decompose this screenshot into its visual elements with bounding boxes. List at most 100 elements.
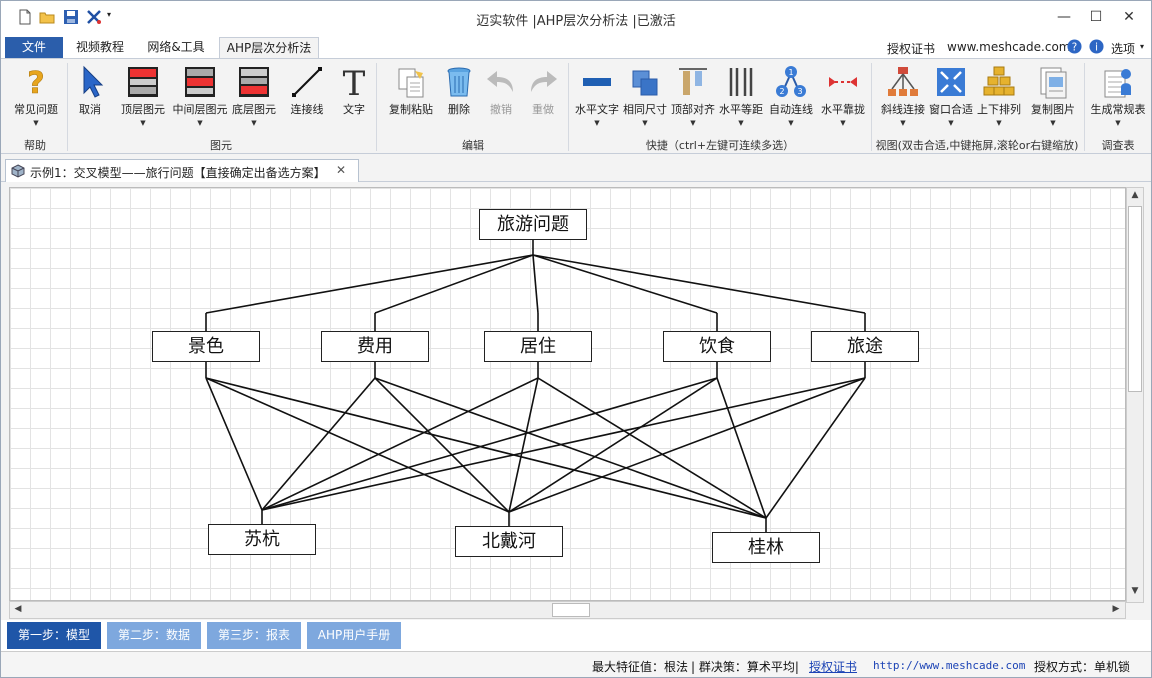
chevron-down-icon: ▼ <box>33 119 39 127</box>
connector-button[interactable]: 连接线 <box>279 63 335 133</box>
cut-tools-icon[interactable] <box>86 9 102 25</box>
group-separator <box>871 63 872 151</box>
generate-table-label: 生成常规表 <box>1090 103 1146 116</box>
alternative-node[interactable]: 北戴河 <box>455 526 563 557</box>
status-license-link[interactable]: 授权证书 <box>809 660 858 674</box>
chevron-down-icon: ▼ <box>996 119 1002 127</box>
criterion-node[interactable]: 居住 <box>484 331 592 362</box>
diagonal-connect-button[interactable]: 斜线连接 ▼ <box>875 63 931 133</box>
vertical-scroll-thumb[interactable] <box>1128 206 1142 392</box>
status-url-link[interactable]: http://www.meshcade.com <box>873 659 1026 672</box>
align-top-button[interactable]: 顶部对齐 ▼ <box>665 63 721 133</box>
group-separator <box>376 63 377 151</box>
bottom-layer-icon <box>239 67 269 97</box>
close-button[interactable]: ✕ <box>1123 9 1135 25</box>
redo-button[interactable]: 重做 <box>515 63 571 133</box>
svg-text:i: i <box>1095 41 1098 53</box>
criterion-alternative-link-line <box>765 377 866 519</box>
criterion-alternative-link-line <box>205 377 767 519</box>
minimize-button[interactable]: — <box>1057 9 1071 25</box>
help-icon[interactable]: ? <box>1067 39 1082 54</box>
goal-node[interactable]: 旅游问题 <box>479 209 587 240</box>
vertical-arrange-button[interactable]: 上下排列 ▼ <box>971 63 1027 133</box>
undo-icon <box>487 71 513 92</box>
vertical-scrollbar[interactable]: ▲ ▼ <box>1126 187 1144 603</box>
step-model-tab[interactable]: 第一步：模型 <box>7 622 101 649</box>
cancel-button[interactable]: 取消 <box>62 63 118 133</box>
quick-access-dropdown-icon[interactable]: ▾ <box>107 10 112 19</box>
chevron-down-icon: ▼ <box>840 119 846 127</box>
undo-button[interactable]: 撤销 <box>473 63 529 133</box>
scroll-left-icon[interactable]: ◀ <box>14 604 22 614</box>
bottom-layer-button[interactable]: 底层图元 ▼ <box>226 63 282 133</box>
goal-link-line <box>532 254 718 314</box>
align-top-icon <box>679 68 707 95</box>
tab-ahp[interactable]: AHP层次分析法 <box>219 37 319 60</box>
options-dropdown-icon[interactable]: ▾ <box>1140 42 1145 51</box>
diagonal-connect-icon <box>888 67 918 96</box>
criterion-node[interactable]: 费用 <box>321 331 429 362</box>
criterion-node[interactable]: 旅途 <box>811 331 919 362</box>
tab-video-tutorial[interactable]: 视频教程 <box>75 40 124 54</box>
same-size-button[interactable]: 相同尺寸 ▼ <box>617 63 673 133</box>
alternative-node[interactable]: 桂林 <box>712 532 820 563</box>
step-report-tab[interactable]: 第三步：报表 <box>207 622 301 649</box>
license-link[interactable]: 授权证书 <box>887 42 936 56</box>
horizontal-scroll-thumb[interactable] <box>552 603 590 617</box>
horizontal-text-button[interactable]: 水平文字 ▼ <box>569 63 625 133</box>
document-tab-bar: 示例1：交叉模型——旅行问题【直接确定出备选方案】 ✕ <box>1 156 1151 182</box>
options-menu[interactable]: 选项 <box>1111 42 1136 56</box>
group-separator <box>568 63 569 151</box>
alternative-node[interactable]: 苏杭 <box>208 524 316 555</box>
delete-button[interactable]: 删除 <box>431 63 487 133</box>
open-folder-icon[interactable] <box>39 9 55 25</box>
generate-table-button[interactable]: 生成常规表 ▼ <box>1090 63 1146 133</box>
horizontal-scrollbar[interactable]: ◀ ▶ <box>9 601 1126 619</box>
top-layer-label: 顶层图元 <box>121 103 165 116</box>
horizontal-gather-button[interactable]: 水平靠拢 ▼ <box>815 63 871 133</box>
connector-label: 连接线 <box>290 103 324 116</box>
top-layer-button[interactable]: 顶层图元 ▼ <box>115 63 171 133</box>
criterion-node[interactable]: 景色 <box>152 331 260 362</box>
criterion-node[interactable]: 饮食 <box>663 331 771 362</box>
horizontal-text-label: 水平文字 <box>575 103 619 116</box>
user-manual-tab[interactable]: AHP用户手册 <box>307 622 401 649</box>
info-icon[interactable]: i <box>1089 39 1104 54</box>
horizontal-spacing-label: 水平等距 <box>719 103 763 116</box>
close-icon[interactable]: ✕ <box>336 163 347 177</box>
menu-tab-bar: 文件 视频教程 网络&工具 AHP层次分析法 授权证书 www.meshcade… <box>1 35 1151 60</box>
window-title: 迈实软件 |AHP层次分析法 |已激活 <box>476 14 676 29</box>
question-icon: ? <box>27 66 45 99</box>
tab-network-tools[interactable]: 网络&工具 <box>147 40 205 54</box>
website-link[interactable]: www.meshcade.com <box>947 40 1071 54</box>
diagram-canvas[interactable]: 旅游问题 景色 费用 居住 饮食 旅途 苏杭 北戴河 桂林 <box>9 187 1126 601</box>
new-file-icon[interactable] <box>17 9 33 25</box>
step-tabs: 第一步：模型 第二步：数据 第三步：报表 AHP用户手册 <box>1 620 1151 651</box>
chevron-down-icon: ▼ <box>642 119 648 127</box>
tab-file[interactable]: 文件 <box>5 37 63 59</box>
faq-button[interactable]: ? 常见问题 ▼ <box>8 63 64 133</box>
copy-image-icon <box>1040 67 1067 99</box>
middle-layer-button[interactable]: 中间层图元 ▼ <box>172 63 228 133</box>
fit-window-button[interactable]: 窗口合适 ▼ <box>923 63 979 133</box>
vertical-arrange-icon <box>983 66 1015 96</box>
copy-image-button[interactable]: 复制图片 ▼ <box>1025 63 1081 133</box>
cube-icon <box>11 164 25 178</box>
scroll-down-icon[interactable]: ▼ <box>1131 586 1139 596</box>
save-icon[interactable] <box>63 9 79 25</box>
horizontal-gather-icon <box>829 77 857 87</box>
text-button[interactable]: T 文字 <box>326 63 382 133</box>
copy-paste-button[interactable]: 复制粘贴 <box>383 63 439 133</box>
svg-text:?: ? <box>1072 41 1077 53</box>
maximize-button[interactable]: ☐ <box>1089 9 1103 25</box>
scroll-up-icon[interactable]: ▲ <box>1131 190 1139 200</box>
horizontal-text-icon <box>583 78 611 86</box>
copy-image-label: 复制图片 <box>1031 103 1075 116</box>
horizontal-spacing-button[interactable]: 水平等距 ▼ <box>713 63 769 133</box>
step-data-tab[interactable]: 第二步：数据 <box>107 622 201 649</box>
group-separator <box>67 63 68 151</box>
document-tab[interactable]: 示例1：交叉模型——旅行问题【直接确定出备选方案】 ✕ <box>5 159 359 182</box>
scroll-right-icon[interactable]: ▶ <box>1112 604 1120 614</box>
